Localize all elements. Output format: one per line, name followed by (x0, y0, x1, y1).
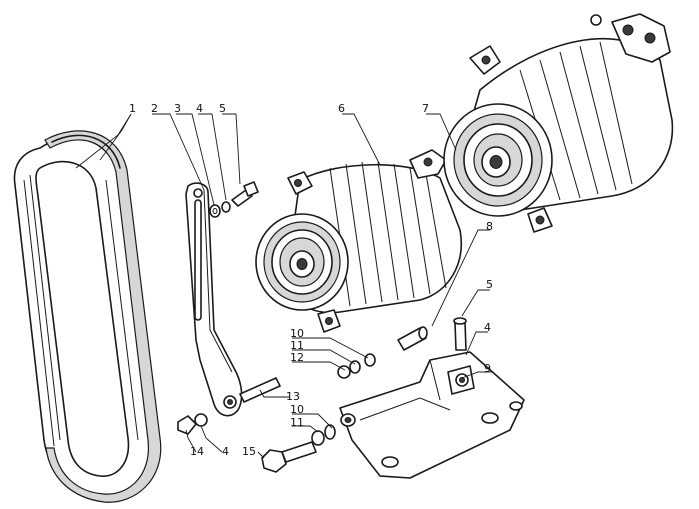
label-4-top: 4 (196, 102, 203, 115)
drive-belt (13, 130, 162, 503)
label-15: 15 (242, 445, 256, 458)
callout-labels: 1 2 3 4 5 6 7 8 5 4 10 11 12 13 9 10 11 … (129, 102, 493, 458)
label-13: 13 (286, 390, 300, 403)
label-7: 7 (422, 102, 429, 115)
label-11-upper: 11 (290, 339, 304, 352)
label-5-right: 5 (486, 278, 493, 291)
label-10-upper: 10 (290, 327, 304, 340)
spacer-bush (397, 326, 428, 351)
bar-bolt-set (209, 181, 259, 218)
label-9: 9 (484, 362, 491, 375)
mounting-bracket (339, 351, 525, 479)
adjusting-bar (185, 182, 243, 417)
nut-washer-set-upper (337, 353, 376, 379)
generator-6 (255, 149, 462, 333)
label-11-lower: 11 (290, 416, 304, 429)
label-10-lower: 10 (290, 403, 304, 416)
label-2: 2 (151, 102, 158, 115)
label-12: 12 (290, 351, 304, 364)
label-6: 6 (338, 102, 345, 115)
label-1: 1 (129, 102, 136, 115)
label-5-top: 5 (219, 102, 226, 115)
label-8: 8 (486, 220, 493, 233)
label-4-bottom: 4 (222, 445, 229, 458)
label-3: 3 (174, 102, 181, 115)
lower-fasteners (177, 413, 336, 473)
generator-7 (443, 13, 674, 233)
label-4-right: 4 (484, 321, 491, 334)
label-14: 14 (190, 445, 204, 458)
leader-lines (75, 113, 492, 459)
